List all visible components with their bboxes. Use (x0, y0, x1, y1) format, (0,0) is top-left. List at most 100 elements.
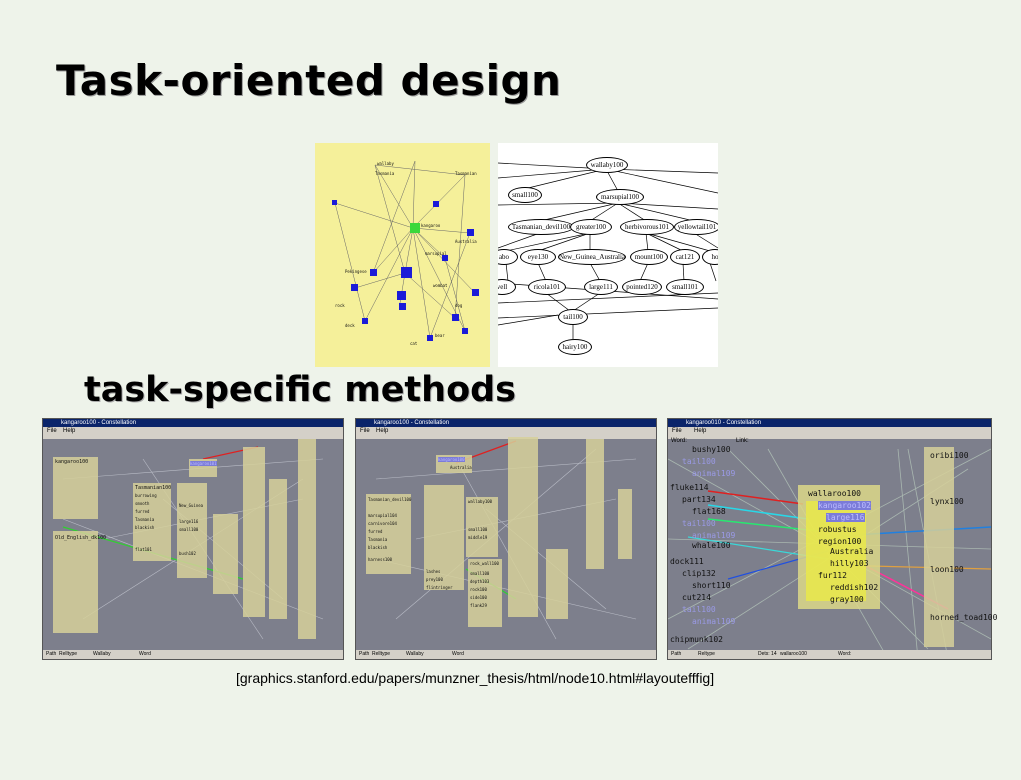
cluster-box (424, 485, 464, 590)
cluster-box (618, 489, 632, 559)
node-label: short110 (692, 581, 731, 590)
graph-node (399, 303, 406, 310)
cluster-box (243, 447, 265, 617)
status-word: Word (139, 651, 151, 657)
node-label: Tasmania (368, 537, 388, 542)
link-field-label: Link: (736, 438, 749, 444)
node-label: smooth (135, 501, 150, 506)
dot-node: wallaby100 (586, 157, 628, 173)
status-path: Path (671, 651, 682, 657)
node-label: animal109 (692, 531, 736, 540)
graph-node (401, 267, 412, 278)
status-reltype: Relltype (372, 651, 391, 657)
node-label: flintringer (426, 585, 453, 590)
node-label: dog (455, 303, 463, 308)
dot-node: herbivorous101 (620, 219, 674, 235)
node-label: flat168 (692, 507, 726, 516)
node-label: gray100 (830, 595, 864, 604)
node-label: flank29 (470, 603, 487, 608)
dot-graph-edges (498, 162, 718, 339)
node-label: prey100 (426, 577, 443, 582)
dot-node: ricola101 (528, 279, 566, 295)
node-label: deck (345, 323, 355, 328)
status-reltype: Relltype (59, 651, 78, 657)
status-bar (668, 650, 991, 659)
graph-node (362, 318, 368, 324)
node-label: rock100 (470, 587, 487, 592)
node-label: small100 (179, 527, 199, 532)
dot-node: greater100 (570, 219, 612, 235)
menu-help: Help (376, 428, 389, 434)
menu-file: File (360, 428, 370, 434)
node-label: harness100 (368, 557, 393, 562)
graph-node (452, 314, 459, 321)
window-titlebar (668, 419, 991, 427)
node-label: chipmunk102 (670, 635, 723, 644)
node-label: horned_toad100 (930, 613, 998, 622)
node-label: kangaroo102 (818, 501, 871, 510)
node-label: small100 (468, 527, 488, 532)
node-label: tail100 (682, 519, 716, 528)
dot-node: small100 (508, 187, 542, 203)
node-label: fur112 (818, 571, 847, 580)
node-label: New_Guinea (179, 503, 204, 508)
node-label: burrowing (135, 493, 157, 498)
window-title: kangaroo100 - Constellation (374, 420, 450, 426)
citation-caption: [graphics.stanford.edu/papers/munzner_th… (236, 670, 715, 686)
node-label: kangaroo100 (438, 457, 465, 462)
menu-file: File (47, 428, 57, 434)
dot-node: tail100 (558, 309, 588, 325)
cluster-box (298, 439, 316, 639)
node-label: side100 (470, 595, 487, 600)
status-bar (43, 650, 343, 659)
node-label: rock_wall100 (470, 561, 499, 566)
window-title: kangaroo100 - Constellation (61, 420, 137, 426)
graph-node (427, 335, 433, 341)
node-label: large116 (179, 519, 199, 524)
status-dets: Dets: 14 (758, 651, 777, 657)
node-label: wallaroo100 (808, 489, 861, 498)
node-label: part134 (682, 495, 716, 504)
status-reltype: Reltype (698, 651, 715, 657)
constellation-screenshot-2: kangaroo100 - Constellation File Help ka… (355, 418, 657, 660)
dot-node: eye130 (520, 249, 556, 265)
node-label: loon100 (930, 565, 964, 574)
node-label: reddish102 (830, 583, 879, 592)
node-label: Tasmania (135, 517, 155, 522)
dot-node: pointed120 (622, 279, 662, 295)
node-label: whale100 (692, 541, 731, 550)
node-label: Australia (830, 547, 874, 556)
node-label: oribi100 (930, 451, 969, 460)
node-label: Australia (450, 465, 472, 470)
menu-bar (43, 427, 343, 439)
cluster-box (468, 559, 502, 627)
cluster-box (53, 457, 98, 519)
node-label: blackish (368, 545, 388, 550)
graph-node (433, 201, 439, 207)
cluster-box (269, 479, 287, 619)
cluster-box (366, 494, 411, 574)
slide-subtitle: task-specific methods (84, 370, 517, 410)
node-label: blackish (135, 525, 155, 530)
yellow-graph-image: wallaby Tasmania Tasmanian kangaroo Aust… (315, 143, 490, 367)
cluster-box (508, 437, 538, 617)
graph-node (370, 269, 377, 276)
node-label: bush102 (179, 551, 196, 556)
node-label: animal109 (692, 617, 736, 626)
slide-title: Task-oriented design (56, 56, 562, 105)
dot-node: Tasmanian_devil100 (508, 219, 574, 235)
status-wallaby: Wallaby (406, 651, 424, 657)
graph-node (351, 284, 358, 291)
dot-node: yellowtail101 (674, 219, 718, 235)
node-label: wallaby (377, 161, 394, 166)
word-field-label: Word: (671, 438, 687, 444)
node-label: cat (410, 341, 418, 346)
node-label: robustus (818, 525, 857, 534)
cluster-box (466, 497, 498, 557)
menu-file: File (672, 428, 682, 434)
window-titlebar (356, 419, 656, 427)
node-label: large116 (826, 513, 865, 522)
node-label: Tasmanian (455, 171, 477, 176)
status-path: Path (46, 651, 57, 657)
menu-help: Help (63, 428, 76, 434)
